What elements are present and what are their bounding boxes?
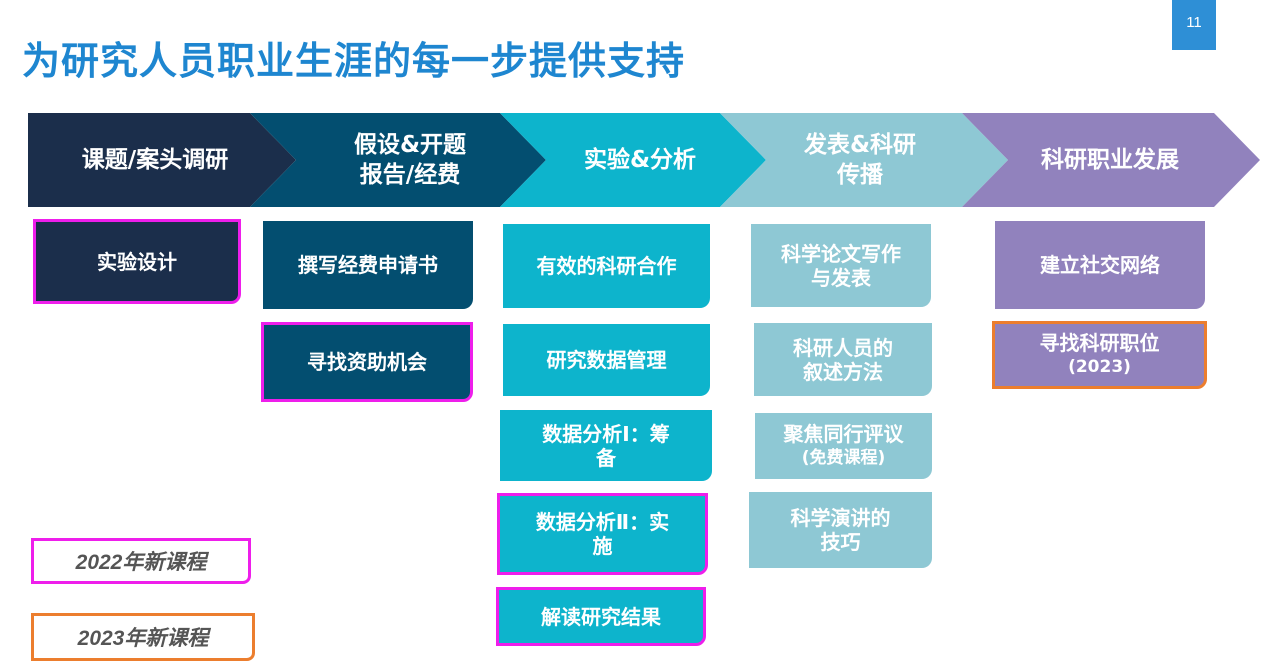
course-experiment-design[interactable]: 实验设计 [33, 219, 241, 304]
stage-3-chevron [500, 113, 766, 207]
course-data-management[interactable]: 研究数据管理 [503, 324, 710, 396]
course-peer-review-note: (免费课程) [801, 448, 886, 468]
course-peer-review-title: 聚焦同行评议 [783, 422, 904, 446]
stage-2-chevron [250, 113, 546, 207]
page-title: 为研究人员职业生涯的每一步提供支持 [22, 39, 686, 83]
course-find-funding[interactable]: 寻找资助机会 [261, 322, 473, 402]
page-number: 11 [1172, 0, 1216, 50]
course-find-position-title: 寻找科研职位 [1039, 331, 1160, 355]
course-narrative-methods[interactable]: 科研人员的 叙述方法 [754, 323, 932, 396]
stage-1-chevron [28, 113, 296, 207]
stage-4-chevron [720, 113, 1008, 207]
course-grant-writing[interactable]: 撰写经费申请书 [263, 221, 473, 309]
course-data-analysis-1[interactable]: 数据分析Ⅰ：筹 备 [500, 410, 712, 481]
course-paper-writing[interactable]: 科学论文写作 与发表 [751, 224, 931, 307]
course-presentation-skills[interactable]: 科学演讲的 技巧 [749, 492, 932, 568]
process-chevrons [28, 113, 1260, 207]
legend-new-2023: 2023年新课程 [31, 613, 255, 661]
stage-3-label: 实验&分析 [583, 147, 697, 173]
legend-new-2022: 2022年新课程 [31, 538, 251, 584]
stage-4-label: 发表&科研 传播 [803, 132, 917, 188]
course-find-research-position[interactable]: 寻找科研职位 (2023) [992, 321, 1207, 389]
course-networking[interactable]: 建立社交网络 [995, 221, 1205, 309]
course-research-collaboration[interactable]: 有效的科研合作 [503, 224, 710, 308]
course-interpret-results[interactable]: 解读研究结果 [496, 587, 706, 646]
course-peer-review[interactable]: 聚焦同行评议 (免费课程) [755, 413, 932, 479]
course-find-position-year: (2023) [1068, 357, 1131, 377]
course-data-analysis-2[interactable]: 数据分析Ⅱ：实 施 [497, 493, 708, 575]
stage-1-label: 课题/案头调研 [81, 147, 229, 173]
stage-5-chevron [962, 113, 1260, 207]
stage-2-label: 假设&开题 报告/经费 [353, 132, 467, 188]
stage-5-label: 科研职业发展 [1041, 147, 1179, 173]
